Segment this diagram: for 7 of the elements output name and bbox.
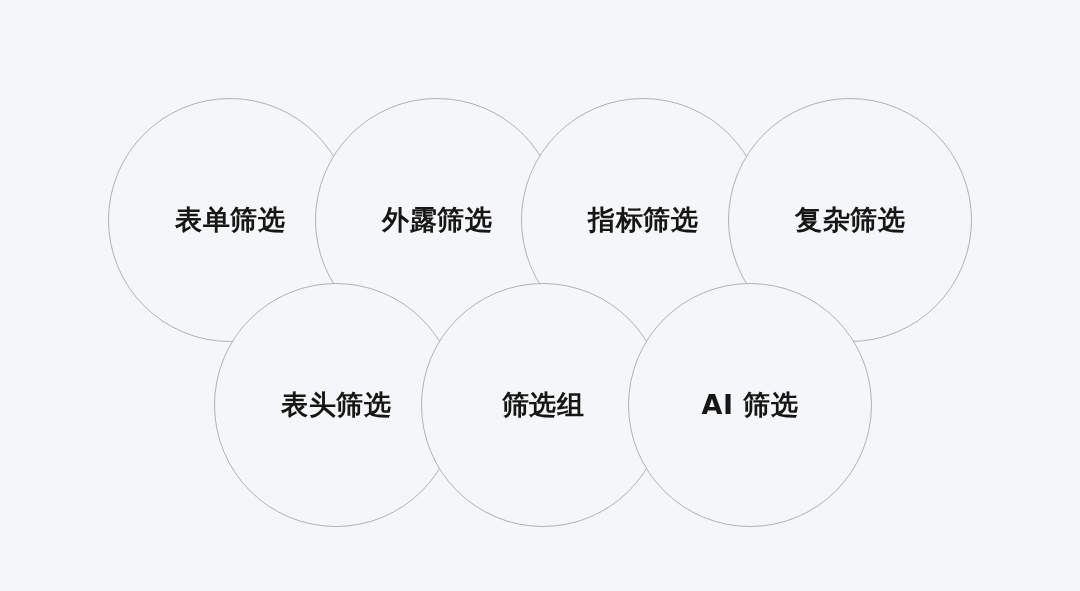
topic-label: 外露筛选 xyxy=(382,203,492,237)
topic-label: 筛选组 xyxy=(501,388,585,422)
topic-label: AI 筛选 xyxy=(701,388,799,422)
topic-label: 表头筛选 xyxy=(281,388,391,422)
topic-label: 表单筛选 xyxy=(175,203,285,237)
topic-label: 指标筛选 xyxy=(588,203,698,237)
topic-label: 复杂筛选 xyxy=(795,203,905,237)
